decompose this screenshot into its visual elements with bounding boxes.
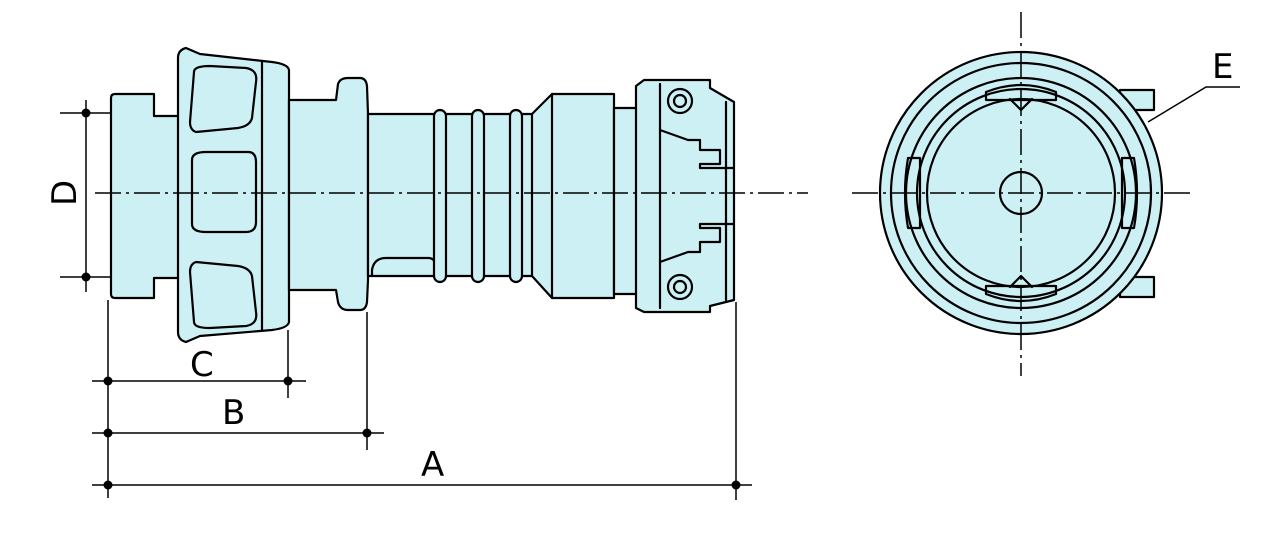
notch-bottom (1008, 274, 1034, 289)
front-view: E (852, 12, 1240, 376)
screw-top (666, 87, 694, 115)
label-e: E (1212, 47, 1233, 87)
gland-ring-2 (470, 108, 486, 284)
label-d: D (45, 180, 85, 206)
gland-ring-3 (508, 108, 524, 284)
grip-recess-bottom (188, 260, 258, 330)
label-c: C (190, 345, 214, 385)
label-a: A (421, 445, 444, 485)
grip-recess-top (188, 64, 258, 134)
shoulder-section (287, 76, 370, 312)
grip-recess-middle (190, 150, 258, 234)
rear-neck (612, 106, 640, 296)
keying-lugs (903, 83, 1139, 303)
rear-housing-detail-lower (658, 222, 736, 310)
leader-line-e (1147, 86, 1240, 123)
screw-bottom (666, 273, 694, 301)
label-b: B (222, 393, 245, 433)
side-view (95, 46, 808, 344)
rear-housing-detail (658, 82, 736, 170)
rear-body (530, 92, 616, 300)
dimensions: C B A D (45, 100, 752, 500)
gland-ring-1 (432, 108, 448, 284)
front-ring (109, 92, 182, 300)
coupling-nut (176, 46, 291, 344)
